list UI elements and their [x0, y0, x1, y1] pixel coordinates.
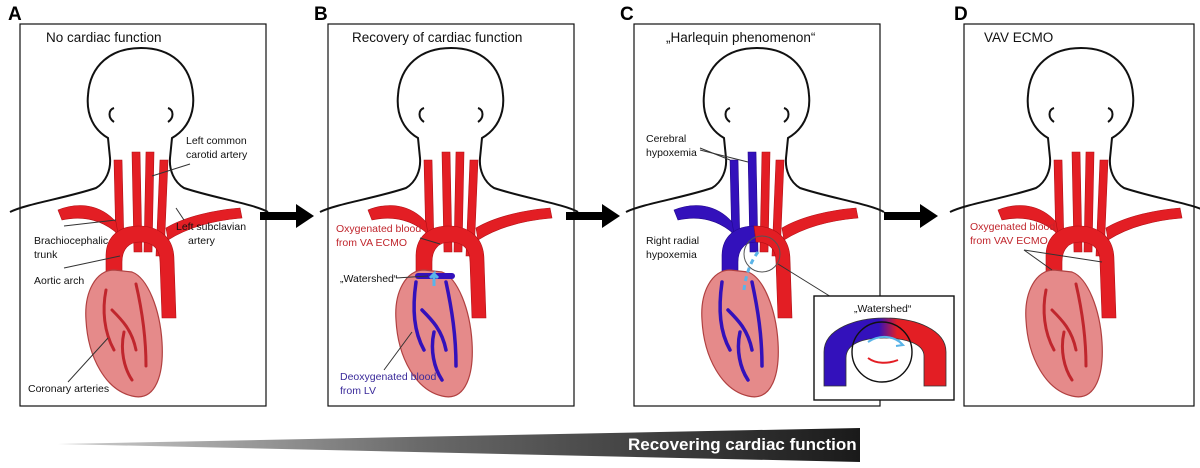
arrow-c-to-d [884, 204, 938, 228]
label-deoxygenated-2: from LV [340, 385, 376, 397]
label-left-subclavian-1: Left subclavian [176, 221, 246, 233]
label-oxygenated-va-2: from VA ECMO [336, 237, 407, 249]
label-coronary-arteries: Coronary arteries [28, 383, 109, 395]
heart [85, 269, 163, 398]
panel-a-title: No cardiac function [46, 30, 162, 45]
label-brachiocephalic-2: trunk [34, 249, 58, 261]
label-aortic-arch: Aortic arch [34, 275, 84, 287]
label-watershed-b: „Watershed“ [340, 273, 398, 285]
panel-b: B Recovery of cardiac function [314, 4, 579, 407]
label-cerebral-1: Cerebral [646, 133, 686, 145]
panel-a-figure [9, 47, 269, 398]
panel-c: C „Harlequin phenomenon“ [620, 4, 955, 407]
recovery-gradient-bar [58, 428, 860, 462]
panel-c-figure [625, 47, 885, 398]
arrow-a-to-b [260, 204, 314, 228]
panel-b-figure [319, 47, 579, 398]
label-left-common-carotid-2: carotid artery [186, 149, 248, 161]
panel-d-figure [949, 47, 1200, 398]
arrow-b-to-c [566, 204, 620, 228]
panel-letter-b: B [314, 4, 328, 25]
watershed-arrow [428, 270, 440, 286]
label-watershed-inset: „Watershed“ [854, 303, 912, 315]
label-oxygenated-vav-2: from VAV ECMO [970, 235, 1048, 247]
panel-c-title: „Harlequin phenomenon“ [666, 30, 815, 45]
label-left-subclavian-2: artery [188, 235, 216, 247]
panel-d-title: VAV ECMO [984, 30, 1053, 45]
panel-letter-d: D [954, 4, 968, 25]
label-brachiocephalic-1: Brachiocephalic [34, 235, 108, 247]
panel-a: A No cardiac function [8, 4, 269, 407]
label-right-radial-1: Right radial [646, 235, 699, 247]
label-deoxygenated-1: Deoxygenated blood [340, 371, 436, 383]
watershed-inset: „Watershed“ [813, 295, 955, 401]
label-right-radial-2: hypoxemia [646, 249, 697, 261]
arteries-red [57, 151, 243, 319]
panel-letter-a: A [8, 4, 22, 25]
panel-d: D VAV ECMO Oxygenated blood from [949, 4, 1200, 407]
label-cerebral-2: hypoxemia [646, 147, 697, 159]
recovery-label: Recovering cardiac function [628, 435, 857, 454]
panel-b-title: Recovery of cardiac function [352, 30, 522, 45]
label-left-common-carotid-1: Left common [186, 135, 247, 147]
panel-letter-c: C [620, 4, 634, 25]
label-oxygenated-va-1: Oxygenated blood [336, 223, 421, 235]
recovery-wedge: Recovering cardiac function [58, 428, 860, 462]
label-oxygenated-vav-1: Oxygenated blood [970, 221, 1055, 233]
